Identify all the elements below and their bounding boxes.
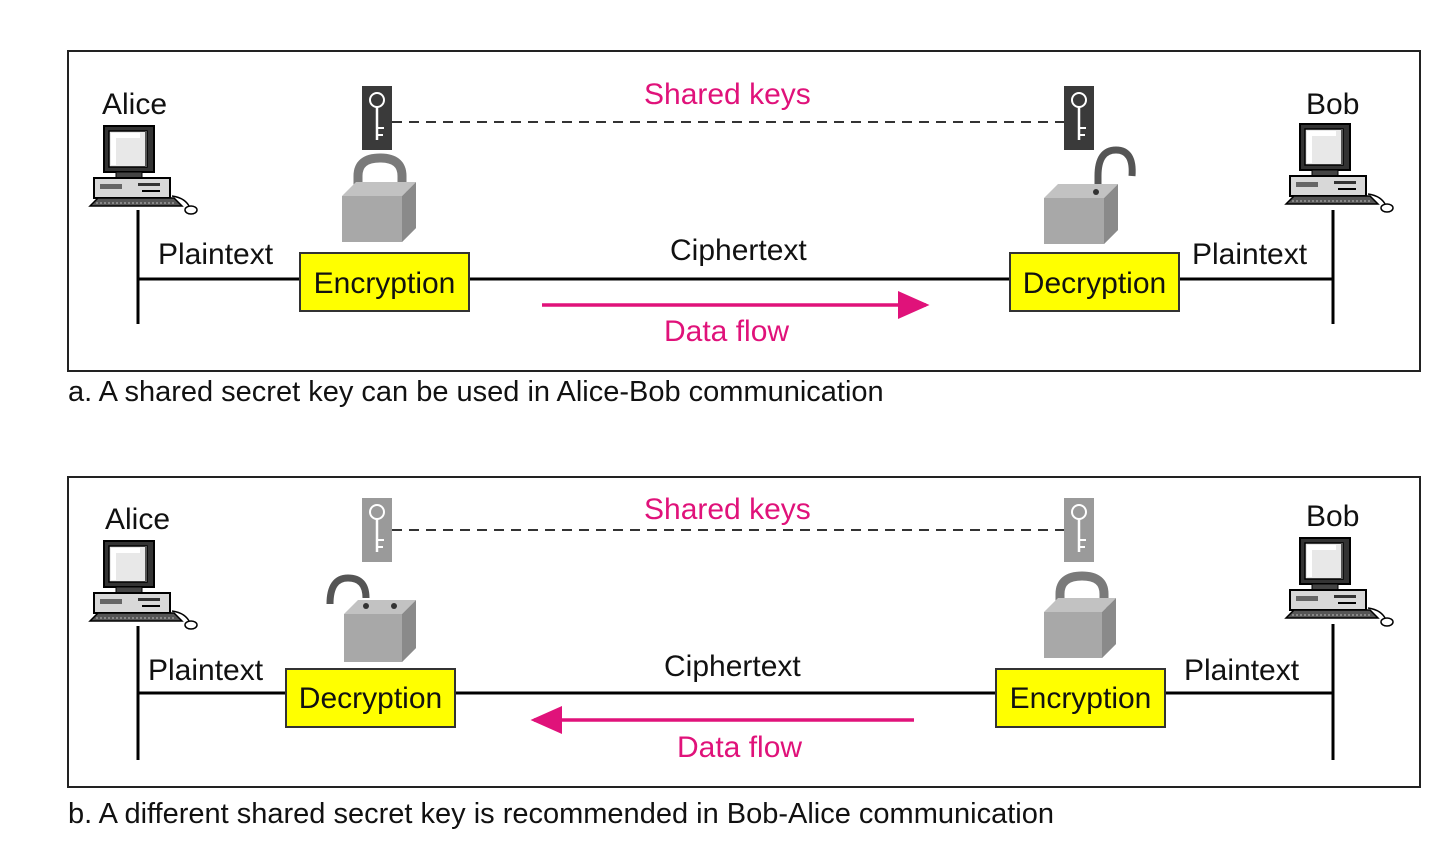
- panel-b-caption: b. A different shared secret key is reco…: [68, 798, 1054, 830]
- shared-keys-label: Shared keys: [644, 78, 811, 111]
- bob-label: Bob: [1306, 500, 1359, 533]
- panel-b-frame: [67, 476, 1421, 788]
- data-flow-label: Data flow: [677, 731, 802, 764]
- right-key-icon: [1064, 498, 1094, 562]
- panel-b: Alice Bob Plaintext Plaintext Ciphertext…: [67, 476, 1421, 788]
- alice-computer-icon: [89, 540, 198, 630]
- shared-keys-label: Shared keys: [644, 493, 811, 526]
- right-plaintext-label: Plaintext: [1192, 238, 1308, 271]
- decryption-box-label: Decryption: [299, 682, 442, 715]
- decryption-box-label: Decryption: [1023, 267, 1166, 300]
- decryption-box: Decryption: [1009, 252, 1180, 312]
- closed-lock-icon: [342, 153, 416, 242]
- alice-label: Alice: [102, 88, 167, 121]
- left-key-icon: [362, 498, 392, 562]
- bob-computer-icon: [1285, 123, 1394, 213]
- encryption-box: Encryption: [995, 668, 1166, 728]
- left-key-icon: [362, 86, 392, 150]
- panel-a-caption: a. A shared secret key can be used in Al…: [68, 376, 884, 408]
- left-plaintext-label: Plaintext: [148, 654, 264, 687]
- encryption-box-label: Encryption: [1010, 682, 1152, 715]
- alice-computer-icon: [89, 125, 198, 215]
- open-lock-icon: [326, 574, 416, 662]
- data-flow-label: Data flow: [664, 315, 789, 348]
- closed-lock-icon: [1044, 571, 1116, 658]
- encryption-box-label: Encryption: [314, 267, 456, 300]
- bob-label: Bob: [1306, 88, 1359, 121]
- panel-a-frame: [67, 50, 1421, 372]
- panel-a: Alice Bob Plaintext Plaintext Ciphertext…: [67, 50, 1421, 372]
- right-key-icon: [1064, 86, 1094, 150]
- bob-computer-icon: [1285, 537, 1394, 627]
- ciphertext-label: Ciphertext: [664, 650, 801, 683]
- decryption-box: Decryption: [285, 668, 456, 728]
- alice-label: Alice: [105, 503, 170, 536]
- encryption-box: Encryption: [299, 252, 470, 312]
- right-plaintext-label: Plaintext: [1184, 654, 1300, 687]
- left-plaintext-label: Plaintext: [158, 238, 274, 271]
- open-lock-icon: [1044, 146, 1136, 244]
- ciphertext-label: Ciphertext: [670, 234, 807, 267]
